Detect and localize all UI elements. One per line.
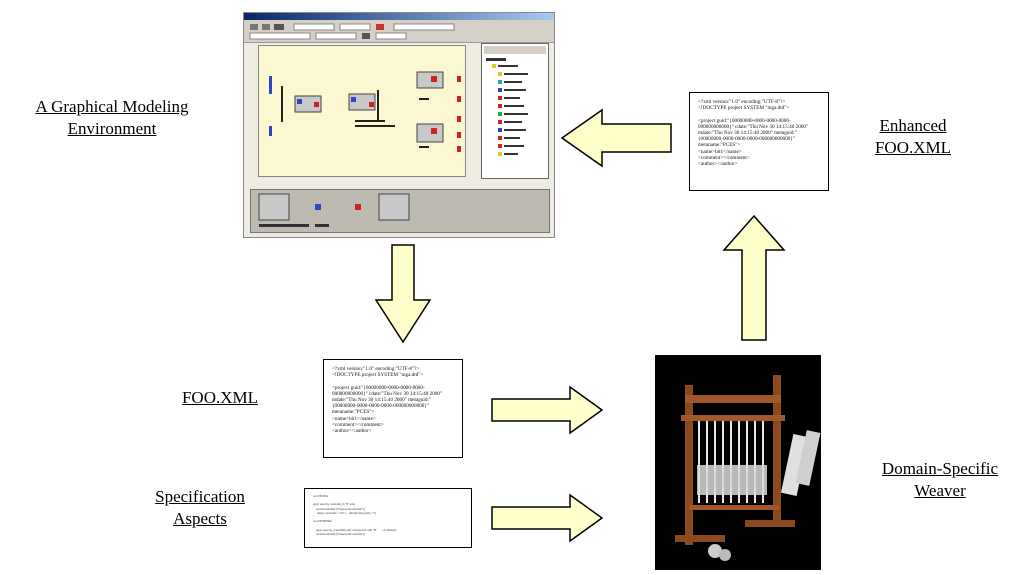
arrow-spec-to-weaver [491,493,604,543]
arrow-gme-to-foo [374,244,432,344]
gme-screenshot [243,12,555,238]
enhanced-foo-xml-document: <?xml version:"1.0" encoding:"UTF-8"?> <… [689,92,829,191]
weaver-image [655,355,821,570]
label-specification-aspects: Specification Aspects [155,487,245,528]
specification-aspects-document: root PESBFA apply aspect(a constraint_in… [304,488,472,548]
arrow-enhanced-to-gme [560,108,672,168]
label-domain-specific-weaver: Domain-Specific Weaver [881,459,999,500]
arrow-weaver-to-enhanced [722,214,786,341]
gme-toolbar [244,20,554,43]
gme-title-bar [244,13,554,20]
foo-xml-document: <?xml version:"1.0" encoding:"UTF-8"?> <… [323,359,463,458]
gme-parts-panel [250,189,550,233]
gme-model-browser [481,43,549,179]
label-foo-xml: FOO.XML [181,388,259,407]
loom-icon [675,375,821,561]
gme-toolbar-icons [249,23,455,40]
gme-parts-drawing [258,193,410,227]
gme-model-drawing [269,71,461,152]
arrow-foo-to-weaver [491,385,604,435]
gme-browser-tree [484,46,546,156]
label-gme: A Graphical Modeling Environment [35,97,189,138]
label-enhanced-foo-xml: Enhanced FOO.XML [874,116,952,157]
gme-model-canvas [258,45,466,177]
